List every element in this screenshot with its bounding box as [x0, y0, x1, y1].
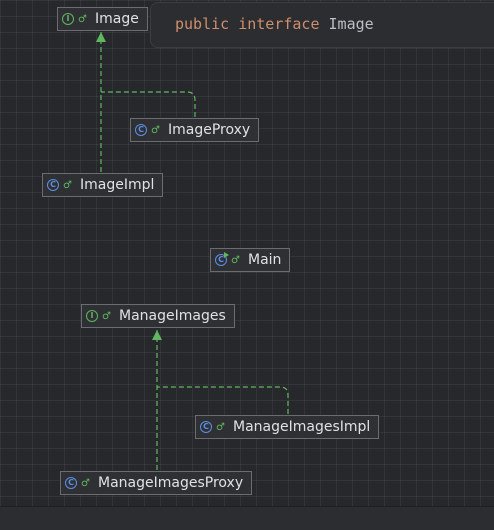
keyword-public: public [175, 15, 230, 33]
arrowhead-manageimages [152, 330, 162, 340]
visibility-icon: ♂ [81, 477, 90, 489]
visibility-icon: ♂ [151, 124, 160, 136]
node-label: ManageImagesImpl [233, 419, 371, 435]
edge-manageimagesimpl-manageimages [157, 386, 289, 414]
diagram-canvas[interactable]: I ♂ Image C ♂ ImageProxy C ♂ ImageImpl C… [0, 0, 494, 506]
interface-icon: I [86, 310, 98, 322]
node-manageimages[interactable]: I ♂ ManageImages [81, 304, 235, 328]
visibility-icon: ♂ [102, 310, 111, 322]
node-label: ManageImagesProxy [98, 475, 244, 491]
node-label: Main [248, 252, 282, 268]
tooltip-type-name: Image [328, 15, 374, 33]
node-manageimagesimpl[interactable]: C ♂ ManageImagesImpl [195, 415, 380, 439]
keyword-interface: interface [238, 15, 320, 33]
interface-icon: I [62, 13, 74, 25]
main-class-icon: C [215, 252, 229, 266]
arrowhead-image [96, 32, 106, 42]
visibility-icon: ♂ [216, 421, 225, 433]
visibility-icon: ♂ [63, 179, 72, 191]
status-bar [0, 506, 494, 530]
visibility-icon: ♂ [231, 254, 240, 266]
visibility-icon: ♂ [78, 13, 87, 25]
node-image[interactable]: I ♂ Image [57, 7, 148, 31]
node-imageimpl[interactable]: C ♂ ImageImpl [42, 173, 164, 197]
class-icon: C [135, 124, 147, 136]
edge-imageproxy-image [101, 91, 196, 117]
node-label: ImageImpl [80, 177, 155, 193]
node-main[interactable]: C ♂ Main [210, 248, 291, 272]
declaration-tooltip: public interface Image [150, 2, 494, 48]
class-icon: C [65, 477, 77, 489]
class-icon: C [47, 179, 59, 191]
node-label: ImageProxy [168, 122, 251, 138]
class-icon: C [200, 421, 212, 433]
node-label: ManageImages [119, 308, 226, 324]
node-label: Image [95, 11, 139, 27]
node-manageimagesproxy[interactable]: C ♂ ManageImagesProxy [60, 471, 253, 495]
node-imageproxy[interactable]: C ♂ ImageProxy [130, 118, 260, 142]
edges-layer [96, 32, 289, 470]
